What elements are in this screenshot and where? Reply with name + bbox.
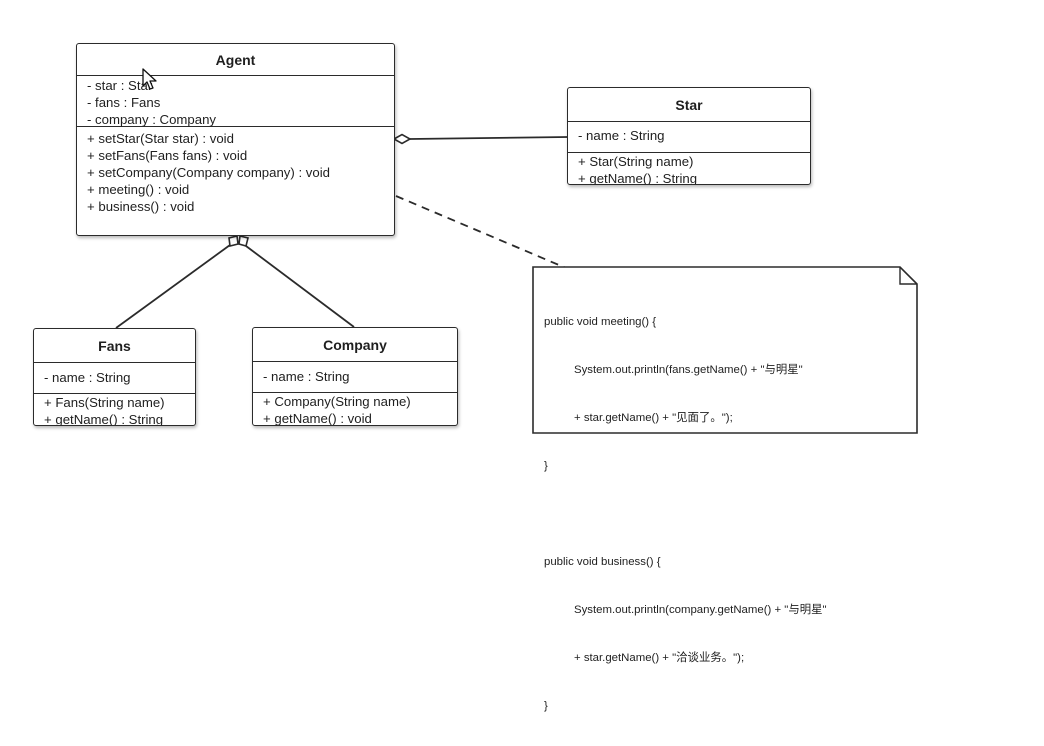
agent-company-aggregation-line	[245, 245, 355, 328]
attribute: - name : String	[44, 370, 131, 385]
class-company[interactable]: Company - name : String + Company(String…	[252, 327, 458, 426]
agent-company-diamond	[238, 235, 249, 247]
class-star[interactable]: Star - name : String + Star(String name)…	[567, 87, 811, 185]
note-body	[532, 266, 918, 434]
attribute: - company : Company	[87, 112, 216, 127]
note-fold-corner	[899, 267, 917, 285]
class-fans-title: Fans	[34, 329, 195, 363]
method: + Company(String name)	[263, 394, 411, 409]
method: + getName() : String	[578, 171, 698, 185]
method: + setCompany(Company company) : void	[87, 165, 330, 180]
method: + setStar(Star star) : void	[87, 131, 234, 146]
agent-fans-diamond	[228, 235, 239, 247]
attribute: - star : Star	[87, 78, 153, 93]
note-line: }	[544, 700, 548, 712]
class-agent-title: Agent	[77, 44, 394, 76]
class-agent-attributes: - star : Star - fans : Fans - company : …	[77, 76, 394, 127]
method: + business() : void	[87, 199, 195, 214]
method: + setFans(Fans fans) : void	[87, 148, 248, 163]
agent-fans-aggregation-line	[115, 244, 231, 329]
agent-star-diamond	[392, 133, 412, 145]
class-company-title: Company	[253, 328, 457, 362]
note-line: public void meeting() {	[544, 316, 657, 328]
class-star-title: Star	[568, 88, 810, 122]
attribute: - fans : Fans	[87, 95, 161, 110]
note-code: public void meeting() { System.out.print…	[544, 282, 827, 746]
method: + meeting() : void	[87, 182, 190, 197]
arrow-cursor-icon	[142, 68, 157, 90]
note-line: + star.getName() + "见面了。");	[574, 412, 733, 424]
agent-star-aggregation-line	[409, 136, 569, 140]
attribute: - name : String	[578, 128, 665, 143]
class-agent-methods: + setStar(Star star) : void + setFans(Fa…	[77, 126, 394, 215]
relation-lines	[115, 133, 569, 329]
note-line: System.out.println(fans.getName() + "与明星…	[574, 364, 803, 376]
method: + Star(String name)	[578, 154, 694, 169]
attribute: - name : String	[263, 369, 350, 384]
class-star-attributes: - name : String	[568, 122, 810, 152]
class-company-methods: + Company(String name) + getName() : voi…	[253, 392, 457, 426]
method: + getName() : void	[263, 411, 372, 426]
code-note[interactable]: public void meeting() { System.out.print…	[532, 266, 918, 712]
class-fans-attributes: - name : String	[34, 363, 195, 393]
class-company-attributes: - name : String	[253, 362, 457, 392]
note-line: }	[544, 460, 548, 472]
note-line: + star.getName() + "洽谈业务。");	[574, 652, 745, 664]
method: + Fans(String name)	[44, 395, 165, 410]
note-line: public void business() {	[544, 556, 661, 568]
class-star-methods: + Star(String name) + getName() : String	[568, 152, 810, 185]
class-fans[interactable]: Fans - name : String + Fans(String name)…	[33, 328, 196, 426]
agent-note-dashed-line	[395, 195, 567, 269]
note-blank-line	[544, 506, 827, 522]
note-line: System.out.println(company.getName() + "…	[574, 604, 827, 616]
class-fans-methods: + Fans(String name) + getName() : String	[34, 393, 195, 426]
method: + getName() : String	[44, 412, 164, 426]
class-agent[interactable]: Agent - star : Star - fans : Fans - comp…	[76, 43, 395, 236]
note-shape	[532, 266, 918, 434]
